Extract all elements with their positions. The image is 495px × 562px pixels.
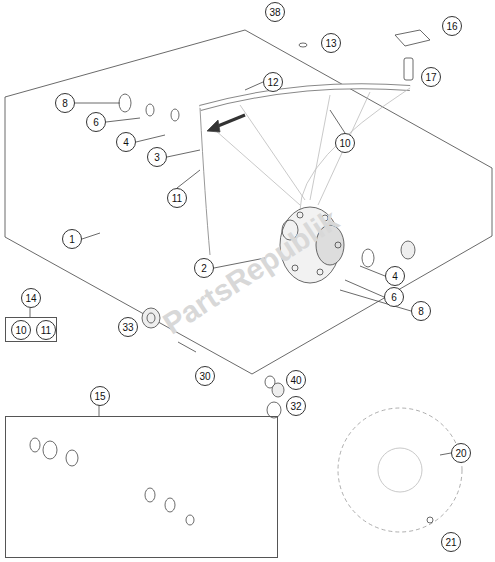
callout-number: 12 [267, 77, 278, 88]
callout-number: 11 [41, 325, 51, 336]
callout-number: 4 [392, 271, 398, 282]
callout-number: 10 [15, 325, 26, 336]
group-box: 15 [5, 416, 278, 558]
callout-number: 3 [154, 152, 160, 163]
callout-number: 38 [269, 7, 280, 18]
callout-number: 6 [93, 117, 99, 128]
callout-circle: 8 [55, 93, 75, 113]
group-box: 141011 [5, 317, 57, 342]
callout-circle: 10 [335, 133, 355, 153]
callout-circle: 40 [286, 370, 306, 390]
callout-number: 6 [391, 292, 397, 303]
callout-number: 2 [201, 263, 207, 274]
callout-circle: 2 [194, 258, 214, 278]
callout-circle: 8 [411, 301, 431, 321]
callout-number: 8 [62, 98, 68, 109]
callout-circle: 30 [195, 366, 215, 386]
callout-number: 4 [123, 137, 129, 148]
callout-number: 14 [21, 288, 41, 308]
callout-circle: 33 [118, 317, 138, 337]
callout-number: 40 [290, 375, 301, 386]
callout-circle: 13 [321, 33, 341, 53]
callout-number: 10 [339, 138, 350, 149]
callout-number: 33 [122, 322, 133, 333]
callout-circle: 6 [384, 287, 404, 307]
callout-number: 13 [325, 38, 336, 49]
callout-number: 20 [455, 448, 466, 459]
callout-circle: 12 [263, 72, 283, 92]
callout-circle: 10 [11, 320, 31, 340]
callout-number: 32 [290, 401, 301, 412]
callout-circle: 11 [36, 320, 56, 340]
callout-circle: 1 [62, 229, 82, 249]
callout-circle: 16 [442, 16, 462, 36]
callout-circle: 32 [286, 396, 306, 416]
callout-number: 1 [69, 234, 75, 245]
callout-number: 21 [445, 537, 456, 548]
callout-number: 15 [90, 386, 110, 406]
callout-circle: 4 [385, 266, 405, 286]
callout-number: 17 [425, 72, 436, 83]
callout-number: 16 [446, 21, 457, 32]
callout-number: 11 [172, 193, 182, 204]
callout-circle: 17 [421, 67, 441, 87]
callout-circle: 21 [441, 532, 461, 552]
callout-number: 30 [199, 371, 210, 382]
callout-circle: 3 [147, 147, 167, 167]
callout-circle: 4 [116, 132, 136, 152]
callout-circle: 20 [451, 443, 471, 463]
callout-circle: 6 [86, 112, 106, 132]
callout-number: 8 [418, 306, 424, 317]
callout-circle: 38 [265, 2, 285, 22]
callout-circle: 11 [167, 188, 187, 208]
